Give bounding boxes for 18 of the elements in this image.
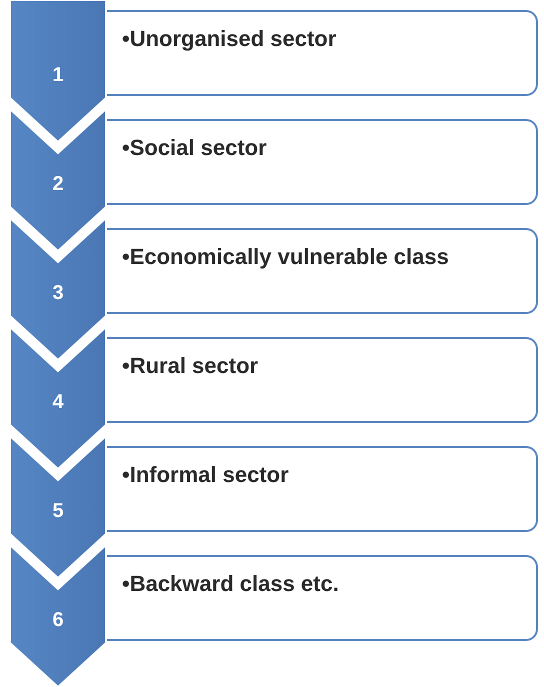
list-item: •Backward class etc. <box>122 571 339 597</box>
list-item: •Rural sector <box>122 353 258 379</box>
step-number: 2 <box>52 173 64 196</box>
list-item: •Social sector <box>122 135 267 161</box>
text-panel <box>106 446 538 532</box>
step-number: 4 <box>52 391 64 414</box>
step-number: 3 <box>52 282 64 305</box>
text-panel <box>106 555 538 641</box>
text-panel <box>106 337 538 423</box>
list-item: •Unorganised sector <box>122 26 336 52</box>
step-number: 5 <box>52 500 64 523</box>
step-number: 1 <box>52 64 64 87</box>
step-number: 6 <box>52 609 64 632</box>
text-panel <box>106 10 538 96</box>
text-panel <box>106 119 538 205</box>
list-item: •Economically vulnerable class <box>122 244 449 270</box>
text-panel <box>106 228 538 314</box>
list-item: •Informal sector <box>122 462 289 488</box>
